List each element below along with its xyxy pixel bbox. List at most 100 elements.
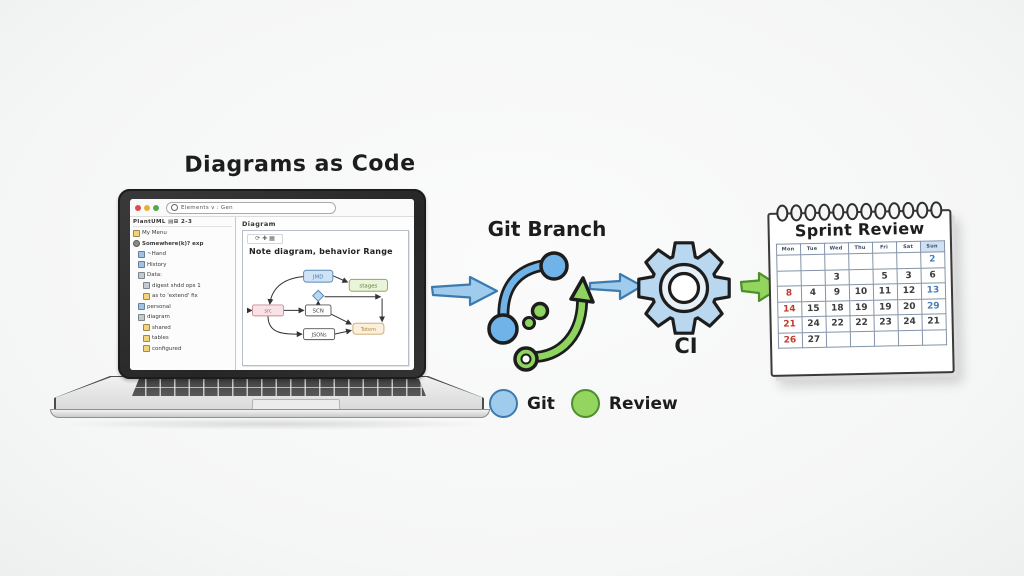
calendar-cell: 19 — [849, 299, 874, 316]
legend-item-review: Review — [570, 389, 678, 418]
doc-icon — [143, 292, 150, 300]
legend-item-git: Git — [489, 389, 555, 418]
folder-icon — [143, 345, 150, 353]
sidebar-item-label: History — [147, 261, 167, 268]
calendar-cell: 20 — [897, 298, 922, 315]
calendar-cell — [848, 253, 873, 270]
flow-node-center-label: SCN — [313, 309, 324, 315]
flow-node-top-label: JMD — [312, 274, 324, 280]
calendar-cell — [800, 254, 825, 271]
calendar-cell: 23 — [873, 314, 898, 331]
calendar-grid: Mon Tue Wed Thu Fri Sat Sun 2 3 — [775, 240, 947, 349]
calendar-cell: 6 — [920, 267, 945, 284]
calendar-cell: 21 — [777, 316, 802, 333]
sidebar-item[interactable]: History — [133, 260, 232, 271]
sidebar-item[interactable]: tables — [133, 333, 232, 344]
git-branch-label: Git Branch — [487, 217, 607, 241]
flow-node-totem-label: Totem — [360, 327, 376, 333]
flow-node-bottom — [303, 328, 336, 341]
favicon-icon — [171, 204, 178, 211]
close-icon[interactable] — [135, 204, 141, 211]
doc-icon — [143, 282, 150, 290]
browser-titlebar: Elements v : Gen — [130, 199, 414, 217]
calendar-cell — [896, 252, 921, 269]
sidebar-item[interactable]: shared — [133, 323, 232, 334]
calendar-cell: 26 — [777, 332, 803, 349]
sidebar-item[interactable]: configured — [133, 344, 232, 355]
address-bar[interactable]: Elements v : Gen — [166, 201, 336, 214]
calendar-cell — [849, 330, 875, 347]
sidebar-item[interactable]: My Menu — [133, 228, 232, 239]
arrow-laptop-to-git — [430, 275, 499, 307]
calendar-cell: 22 — [825, 315, 850, 332]
legend-label: Git — [527, 393, 555, 414]
calendar-cell: 24 — [801, 316, 826, 333]
sidebar-item-label: diagram — [147, 314, 170, 321]
git-branch-icon — [487, 251, 595, 372]
calendar-cell — [848, 268, 873, 285]
calendar-cell — [921, 329, 947, 346]
calendar-cell: 29 — [921, 298, 946, 315]
calendar-cell: 12 — [896, 283, 922, 300]
tab-diagram[interactable]: Diagram — [242, 220, 276, 228]
calendar-cell: 13 — [920, 282, 946, 299]
laptop-keyboard — [132, 378, 426, 396]
calendar-cell — [872, 252, 897, 269]
flowchart: JMD stages src SCN JSONs Totem — [247, 269, 389, 341]
sidebar-item[interactable]: diagram — [133, 312, 232, 323]
review-legend-icon — [570, 389, 600, 418]
flow-node-bottom-label: JSONs — [311, 332, 327, 338]
calendar-cell — [824, 253, 849, 270]
laptop-shadow — [55, 418, 495, 430]
calendar-cell — [825, 331, 851, 348]
sidebar-item[interactable]: ~Hand — [133, 249, 232, 260]
address-text: Elements v : Gen — [181, 204, 233, 211]
calendar-week-row: 26 27 — [777, 329, 947, 349]
calendar-cell: 19 — [873, 299, 898, 316]
sidebar-item[interactable]: personal — [133, 302, 232, 313]
sprint-review-calendar: Sprint Review Mon Tue Wed Thu Fri Sat Su… — [767, 201, 955, 377]
sidebar-item[interactable]: digest shdd ops 1 — [133, 281, 232, 292]
calendar-cell: 2 — [920, 251, 945, 268]
sidebar-item-label: ~Hand — [147, 251, 167, 258]
git-legend-icon — [489, 389, 518, 418]
calendar-cell: 3 — [824, 269, 849, 286]
sidebar-toolbar: PlantUML ▤⊞ 2-3 — [133, 219, 232, 227]
sidebar-item[interactable]: Somewhere(k)? exp — [133, 239, 232, 250]
calendar-cell: 18 — [825, 300, 850, 317]
doc-icon — [138, 250, 145, 258]
sidebar-item-label: digest shdd ops 1 — [152, 282, 201, 289]
flow-node-top — [303, 269, 334, 283]
canvas-toolbar[interactable]: ⟳ ✚ ▦ — [247, 234, 283, 244]
zoom-icon[interactable] — [153, 204, 159, 211]
calendar-cell: 22 — [849, 315, 874, 332]
diagrams-as-code-title: Diagrams as Code — [184, 151, 416, 178]
sidebar-item-label: tables — [152, 335, 169, 342]
calendar-cell: 27 — [801, 331, 827, 348]
arrow-git-to-ci — [588, 272, 644, 301]
minimize-icon[interactable] — [144, 204, 150, 211]
calendar-cell — [776, 254, 801, 271]
calendar-title: Sprint Review — [794, 218, 925, 241]
sidebar-item-label: My Menu — [142, 230, 167, 237]
sidebar-item[interactable]: as to 'extend' fix — [133, 291, 232, 302]
ci-label: CI — [674, 334, 698, 358]
sidebar-item-label: shared — [152, 324, 171, 331]
day-header: Mon — [775, 243, 801, 256]
calendar-cell: 5 — [872, 268, 897, 285]
gear-icon — [138, 271, 145, 279]
diagram-icon — [138, 313, 145, 321]
legend: Git Review — [489, 389, 678, 418]
calendar-cell: 11 — [872, 283, 898, 300]
flow-node-stages-label: stages — [359, 284, 377, 290]
doc-icon — [138, 303, 145, 311]
calendar-cell — [897, 329, 923, 346]
spiral-binding — [776, 201, 943, 222]
calendar-cell — [800, 269, 825, 286]
flow-node-center — [304, 304, 332, 317]
sidebar-item[interactable]: Data: — [133, 270, 232, 281]
project-icon — [133, 240, 140, 248]
ide-body: PlantUML ▤⊞ 2-3 My Menu Somewhere(k)? ex… — [130, 217, 414, 370]
folder-icon — [138, 261, 145, 269]
